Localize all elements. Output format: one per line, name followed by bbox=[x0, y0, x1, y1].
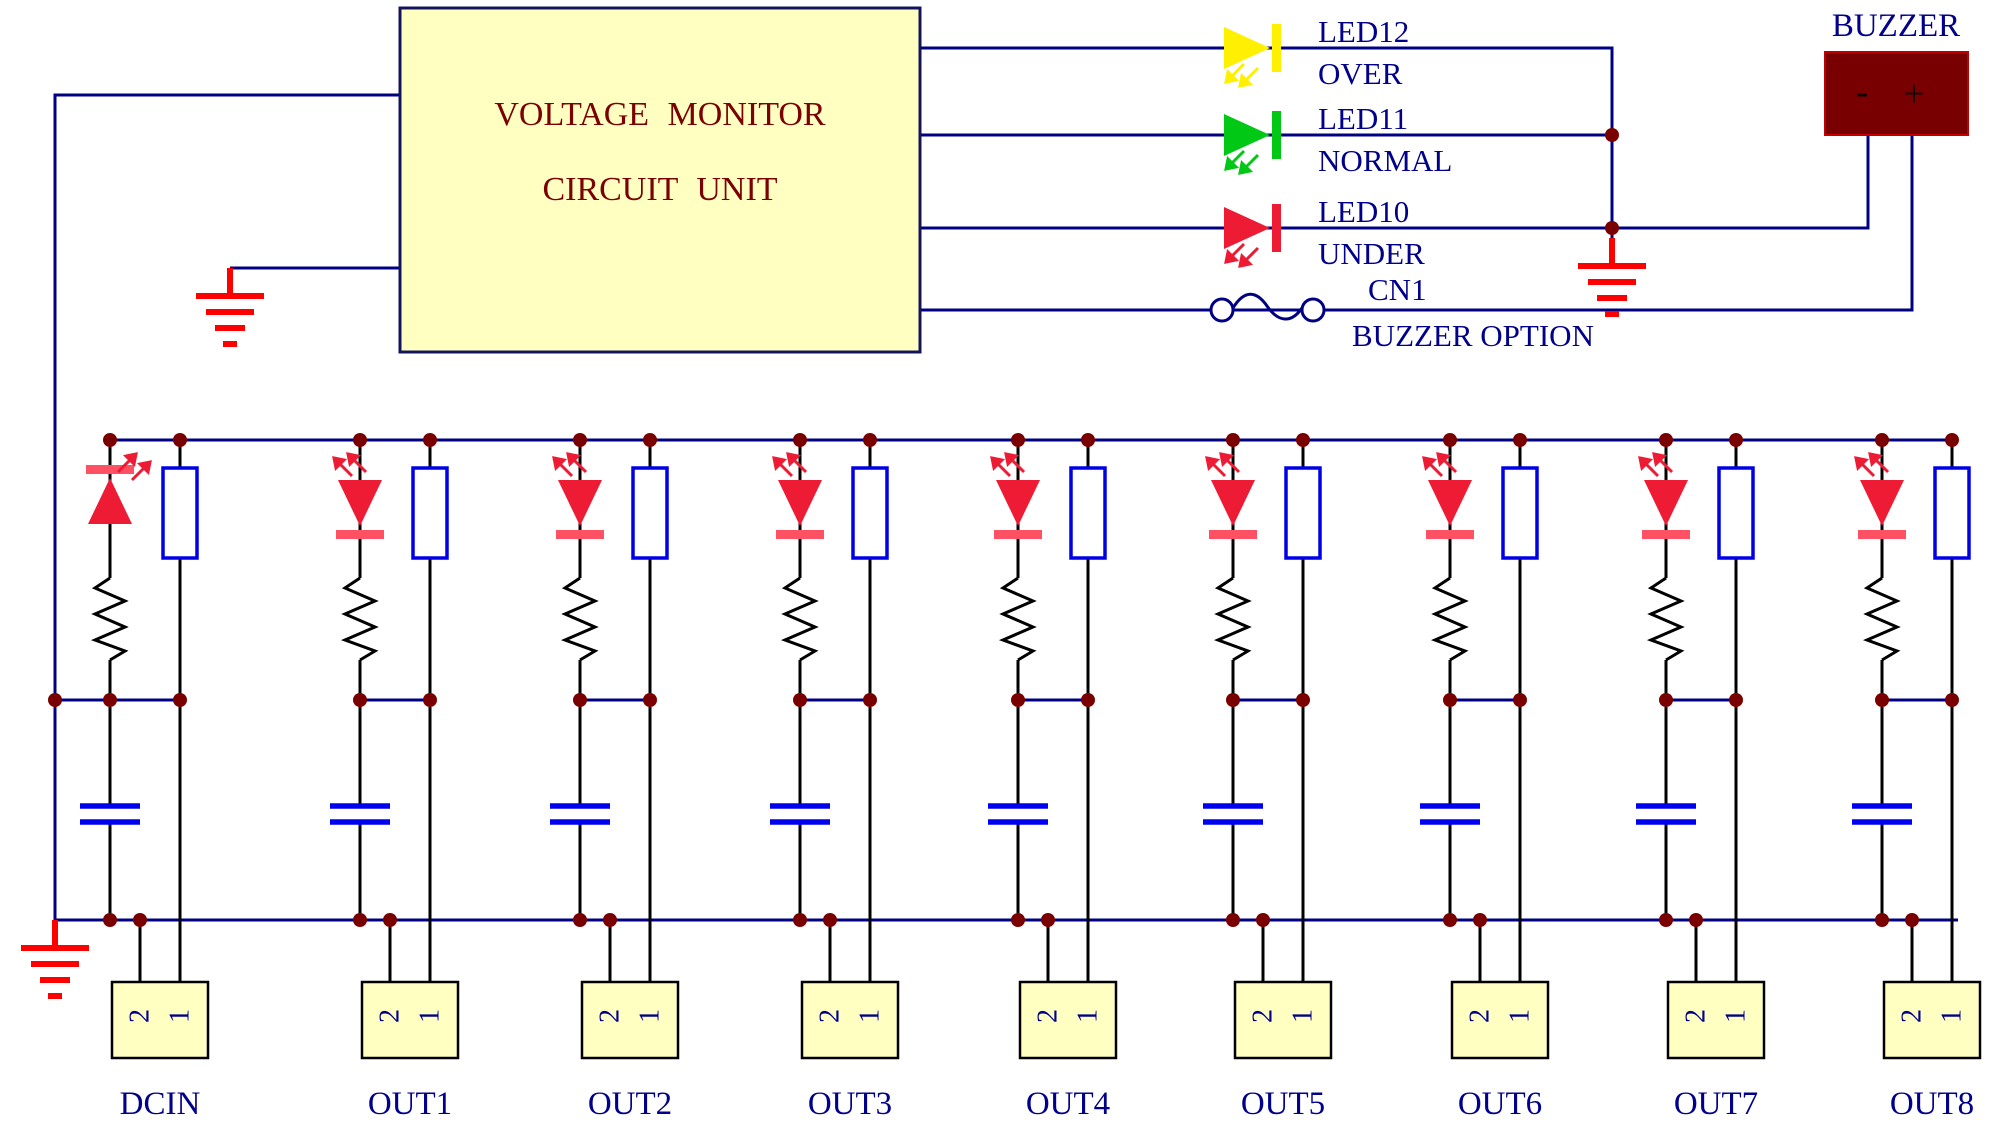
cn1-ref: CN1 bbox=[1368, 272, 1427, 307]
channel-circuit bbox=[1203, 433, 1331, 1058]
channel-out5: 2 1 OUT5 bbox=[1203, 433, 1331, 1122]
connector-pin1-label: 1 bbox=[855, 1009, 886, 1023]
connector-pin2-label: 2 bbox=[125, 1009, 156, 1023]
connector-pin2-label: 2 bbox=[375, 1009, 406, 1023]
ground-symbol bbox=[1578, 238, 1646, 314]
monitor-title-line2: CIRCUIT UNIT bbox=[542, 171, 777, 208]
channel-label: DCIN bbox=[120, 1086, 201, 1122]
connector-pin2-label: 2 bbox=[1033, 1009, 1064, 1023]
monitor-body bbox=[398, 6, 922, 354]
channel-circuit bbox=[1852, 433, 1980, 1058]
buzzer-pos-terminal: + bbox=[1903, 73, 1924, 115]
connector-pin1-label: 1 bbox=[635, 1009, 666, 1023]
led10-status: UNDER bbox=[1318, 236, 1425, 271]
cn1-label: BUZZER OPTION bbox=[1352, 318, 1594, 353]
led11-icon bbox=[1222, 109, 1283, 175]
channel-label: OUT5 bbox=[1241, 1086, 1325, 1122]
connector-pin2-label: 2 bbox=[815, 1009, 846, 1023]
connector-pin1-label: 1 bbox=[415, 1009, 446, 1023]
buzzer: BUZZER - + bbox=[1824, 8, 1969, 136]
channel-circuit bbox=[1636, 433, 1764, 1058]
connector-pin1-label: 1 bbox=[165, 1009, 196, 1023]
indicator-led12: LED12 OVER bbox=[1222, 14, 1409, 91]
indicator-led11: LED11 NORMAL bbox=[1222, 101, 1452, 178]
channel-label: OUT6 bbox=[1458, 1086, 1542, 1122]
connector-pin1-label: 1 bbox=[1721, 1009, 1752, 1023]
channel-label: OUT7 bbox=[1674, 1086, 1758, 1122]
channel-out2: 2 1 OUT2 bbox=[550, 433, 678, 1122]
channel-circuit bbox=[330, 433, 458, 1058]
channel-out4: 2 1 OUT4 bbox=[988, 433, 1116, 1122]
connector-pin1-label: 1 bbox=[1073, 1009, 1104, 1023]
channel-out6: 2 1 OUT6 bbox=[1420, 433, 1548, 1122]
led12-icon bbox=[1222, 22, 1283, 88]
monitor-title-line1: VOLTAGE MONITOR bbox=[494, 96, 826, 133]
channel-label: OUT1 bbox=[368, 1086, 452, 1122]
indicator-led10: LED10 UNDER bbox=[1222, 194, 1425, 271]
connector-pin2-label: 2 bbox=[1681, 1009, 1712, 1023]
connector-pin1-label: 1 bbox=[1505, 1009, 1536, 1023]
led10-icon bbox=[1222, 202, 1283, 268]
ground-symbol bbox=[21, 920, 89, 996]
channel-out3: 2 1 OUT3 bbox=[770, 433, 898, 1122]
channel-out7: 2 1 OUT7 bbox=[1636, 433, 1764, 1122]
channel-circuit bbox=[80, 433, 208, 1058]
channel-label: OUT4 bbox=[1026, 1086, 1110, 1122]
led12-status: OVER bbox=[1318, 56, 1403, 91]
channel-circuit bbox=[550, 433, 678, 1058]
led11-ref: LED11 bbox=[1318, 101, 1408, 136]
connector-pin2-label: 2 bbox=[1248, 1009, 1279, 1023]
led10-ref: LED10 bbox=[1318, 194, 1409, 229]
wire-sense-and-ground-bus bbox=[53, 93, 1958, 922]
ground-symbol bbox=[196, 268, 264, 344]
channel-label: OUT2 bbox=[588, 1086, 672, 1122]
channel-circuit bbox=[1420, 433, 1548, 1058]
cn1-pin-icon bbox=[1300, 297, 1326, 323]
connector-pin1-label: 1 bbox=[1937, 1009, 1968, 1023]
cn1-link-icon bbox=[1231, 292, 1304, 321]
connector-pin2-label: 2 bbox=[595, 1009, 626, 1023]
cn1-pin-icon bbox=[1209, 297, 1235, 323]
junction-dots bbox=[48, 128, 1619, 707]
wire-led12 bbox=[920, 46, 1614, 238]
connector-pin1-label: 1 bbox=[1288, 1009, 1319, 1023]
channel-out1: 2 1 OUT1 bbox=[330, 433, 458, 1122]
led12-ref: LED12 bbox=[1318, 14, 1409, 49]
buzzer-body bbox=[1824, 51, 1969, 136]
buzzer-label: BUZZER bbox=[1832, 8, 1960, 44]
wire-cn1-buzzer-pos bbox=[920, 135, 1914, 312]
connector-pin2-label: 2 bbox=[1897, 1009, 1928, 1023]
connector-pin2-label: 2 bbox=[1465, 1009, 1496, 1023]
led11-status: NORMAL bbox=[1318, 143, 1452, 178]
channel-label: OUT8 bbox=[1890, 1086, 1974, 1122]
led-indicator-icon bbox=[84, 452, 152, 526]
voltage-monitor-unit: VOLTAGE MONITOR CIRCUIT UNIT bbox=[398, 6, 922, 354]
buzzer-neg-terminal: - bbox=[1856, 71, 1869, 113]
channel-circuit bbox=[988, 433, 1116, 1058]
channel-label: OUT3 bbox=[808, 1086, 892, 1122]
cn1-option: CN1 BUZZER OPTION bbox=[1209, 272, 1594, 353]
channel-out8: 2 1 OUT8 bbox=[1852, 433, 1980, 1122]
channel-circuit bbox=[770, 433, 898, 1058]
channel-dcin: 2 1 DCIN bbox=[80, 433, 208, 1122]
